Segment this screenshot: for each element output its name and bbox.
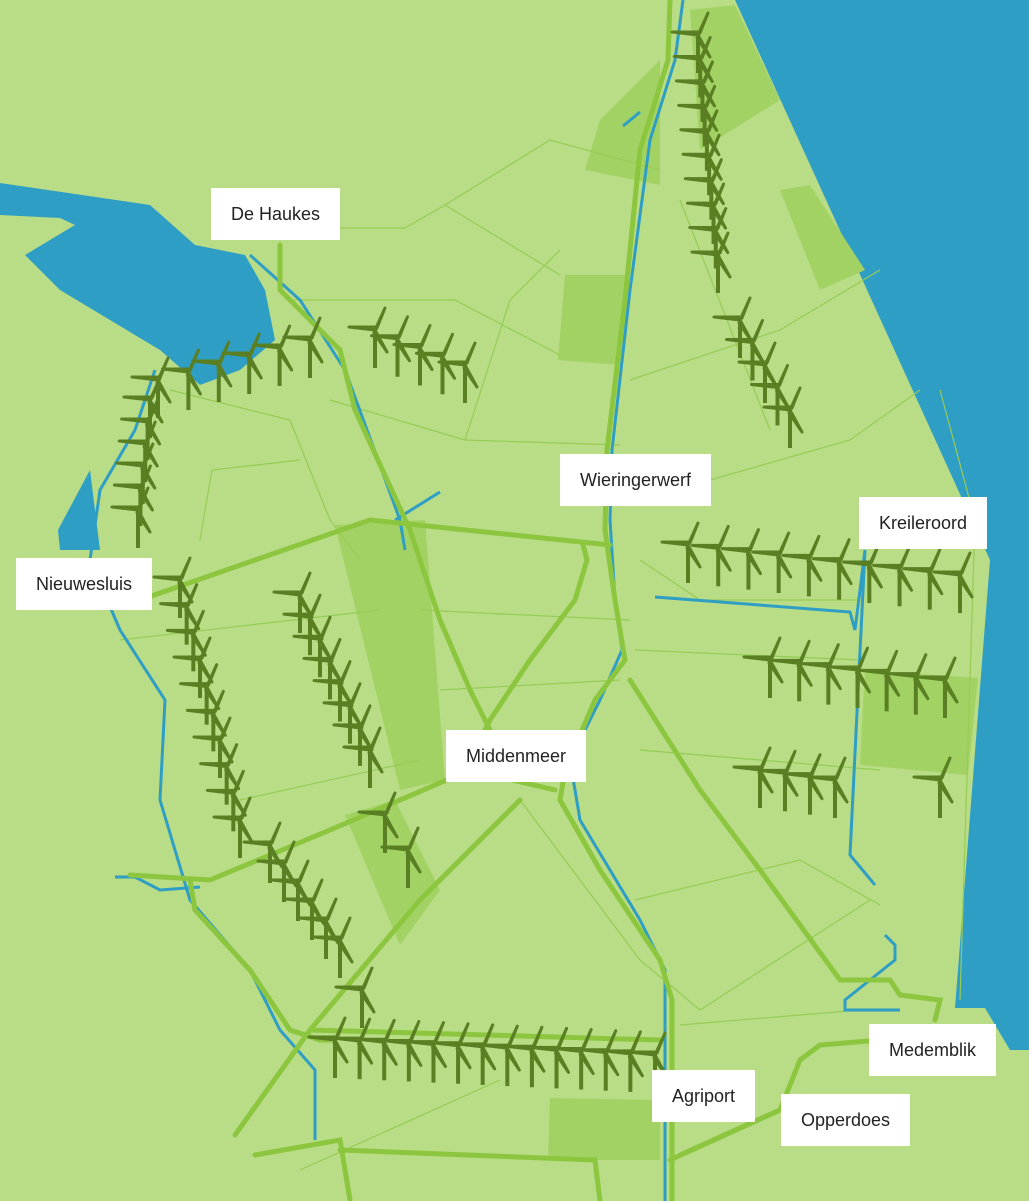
wind-turbine-icon	[683, 158, 725, 220]
wind-turbine-icon	[117, 420, 159, 482]
wind-turbine-icon	[334, 966, 376, 1028]
wind-turbine-icon	[690, 524, 732, 587]
wind-turbine-icon	[800, 643, 842, 705]
place-label-agriport[interactable]: Agriport	[652, 1070, 756, 1122]
wind-turbine-icon	[192, 716, 234, 778]
wind-turbine-icon	[256, 840, 298, 902]
wind-turbine-icon	[212, 796, 254, 858]
place-label-nieuwesluis[interactable]: Nieuwesluis	[16, 558, 153, 610]
wind-turbine-icon	[932, 551, 974, 613]
wind-turbine-icon	[179, 663, 221, 725]
wind-turbine-icon	[917, 656, 959, 718]
place-label-de-haukes[interactable]: De Haukes	[211, 188, 341, 240]
wind-turbine-icon	[152, 556, 194, 618]
wind-turbine-icon	[672, 35, 714, 98]
wind-turbine-icon	[732, 746, 774, 808]
wind-turbine-icon	[392, 324, 434, 386]
wind-turbine-icon	[284, 878, 326, 940]
wind-turbine-icon	[199, 743, 241, 805]
wind-turbine-icon	[811, 538, 853, 600]
wind-turbine-icon	[912, 756, 954, 818]
wind-turbine-icon	[347, 306, 389, 368]
wind-turbine-icon	[357, 791, 399, 853]
wind-turbine-icon	[110, 486, 152, 548]
wind-turbine-icon	[270, 859, 312, 921]
wind-turbine-icon	[781, 534, 823, 597]
wind-turbine-icon	[674, 60, 716, 122]
place-label-wieringerwerf[interactable]: Wieringerwerf	[560, 454, 712, 506]
wind-turbine-icon	[298, 897, 340, 959]
wind-turbine-icon	[807, 756, 849, 818]
wind-turbine-icon	[712, 296, 754, 358]
wind-turbine-icon	[660, 521, 702, 583]
wind-turbine-icon	[415, 332, 456, 395]
wind-turbine-icon	[902, 548, 944, 610]
wind-turbine-icon	[742, 636, 784, 698]
wind-turbine-icon	[859, 649, 901, 712]
wind-turbines	[110, 11, 974, 1093]
wind-turbine-icon	[437, 341, 479, 403]
sea	[0, 0, 1029, 1050]
wind-turbine-icon	[688, 207, 730, 269]
wind-turbine-icon	[312, 916, 354, 978]
place-label-middenmeer[interactable]: Middenmeer	[446, 730, 587, 782]
wind-turbine-icon	[762, 386, 804, 448]
place-label-medemblik[interactable]: Medemblik	[869, 1024, 997, 1076]
wind-turbine-icon	[282, 316, 324, 378]
place-label-opperdoes[interactable]: Opperdoes	[781, 1094, 911, 1146]
wind-turbine-icon	[112, 464, 154, 526]
wind-turbine-icon	[380, 826, 422, 888]
wind-turbine-icon	[205, 769, 247, 832]
wind-turbine-icon	[242, 821, 284, 883]
wind-turbine-icon	[679, 109, 721, 171]
wind-turbine-icon	[681, 133, 723, 196]
wind-turbine-icon	[872, 544, 914, 607]
wind-turbine-icon	[370, 315, 411, 377]
wind-turbine-icon	[165, 609, 207, 672]
wind-turbine-icon	[686, 182, 728, 245]
wind-turbine-icon	[159, 583, 201, 645]
wind-turbine-icon	[690, 231, 732, 293]
wind-turbine-icon	[751, 531, 793, 593]
wind-turbine-icon	[771, 639, 813, 702]
wind-turbine-icon	[720, 528, 762, 590]
wind-turbine-icon	[888, 653, 930, 715]
wind-turbine-icon	[185, 689, 227, 752]
wind-turbine-icon	[677, 84, 719, 147]
wind-turbine-icon	[272, 571, 314, 633]
wind-turbine-icon	[830, 646, 871, 708]
wind-turbine-icon	[342, 726, 384, 788]
wind-turbine-icon	[172, 636, 214, 698]
wind-turbine-icon	[670, 11, 712, 73]
place-label-kreileroord[interactable]: Kreileroord	[859, 497, 988, 549]
field-boundaries	[119, 139, 976, 1171]
